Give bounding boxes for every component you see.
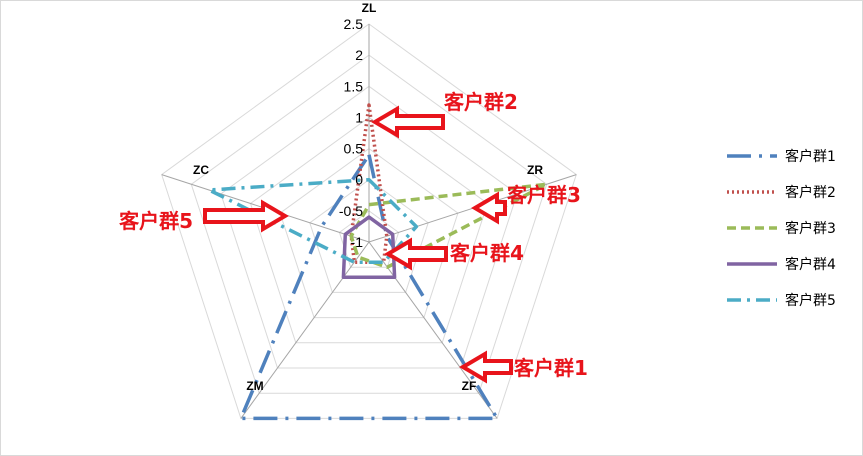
annotation-label: 客户群4 [449, 241, 524, 265]
radial-tick-labels: -1 -0.5 0 0.5 1 1.5 2 2.5 [339, 16, 363, 250]
axis-label-zm: ZM [246, 379, 263, 393]
radar-grid [161, 23, 577, 419]
annotation-arrow-icon [471, 191, 507, 225]
legend: 客户群1 客户群2 客户群3 客户群4 客户群5 [727, 148, 836, 309]
tick-label: -1 [351, 234, 364, 250]
grid-ring-3 [279, 147, 459, 319]
grid-ring-5 [220, 85, 518, 369]
annotation-arrow-icon [384, 237, 448, 271]
tick-label: 0 [355, 172, 363, 188]
annotation-arrow-icon [203, 199, 289, 233]
annotation-label: 客户群5 [118, 209, 193, 233]
annotation-arrow-icon [459, 350, 513, 384]
annotation-label: 客户群1 [513, 356, 588, 380]
tick-label: 2.5 [344, 16, 364, 32]
tick-label: 0.5 [344, 141, 364, 157]
annotation-label: 客户群2 [443, 90, 518, 114]
series-line-2 [349, 103, 389, 264]
grid-ring-4 [249, 116, 489, 344]
annotation-label: 客户群3 [506, 183, 581, 207]
axis-labels: ZL ZR ZF ZM ZC [193, 1, 543, 393]
grid-ring-1 [338, 210, 400, 268]
tick-label: 1.5 [344, 78, 364, 94]
axis-label-zl: ZL [362, 1, 377, 15]
radar-series [207, 103, 549, 421]
series-line-4 [341, 215, 397, 280]
spoke-zf [368, 241, 498, 419]
spoke-zm [240, 241, 370, 419]
series-line-5 [207, 177, 419, 264]
tick-label: 2 [355, 47, 363, 63]
legend-label-2: 客户群2 [785, 184, 836, 201]
tick-label: -0.5 [339, 203, 363, 219]
annotations: 客户群2 客户群3 客户群4 客户群1 客户群5 [118, 90, 588, 384]
axis-label-zf: ZF [462, 379, 477, 393]
series-line-1 [239, 153, 499, 421]
annotation-arrow-icon [371, 105, 445, 139]
tick-label: 1 [355, 109, 363, 125]
axis-label-zr: ZR [527, 163, 543, 177]
legend-label-4: 客户群4 [785, 256, 836, 273]
legend-label-5: 客户群5 [785, 292, 836, 309]
legend-label-1: 客户群1 [785, 148, 836, 165]
grid-ring-6 [190, 54, 548, 394]
grid-ring-7 [161, 23, 577, 419]
axis-label-zc: ZC [193, 163, 209, 177]
legend-label-3: 客户群3 [785, 220, 836, 237]
grid-ring-2 [309, 179, 429, 293]
